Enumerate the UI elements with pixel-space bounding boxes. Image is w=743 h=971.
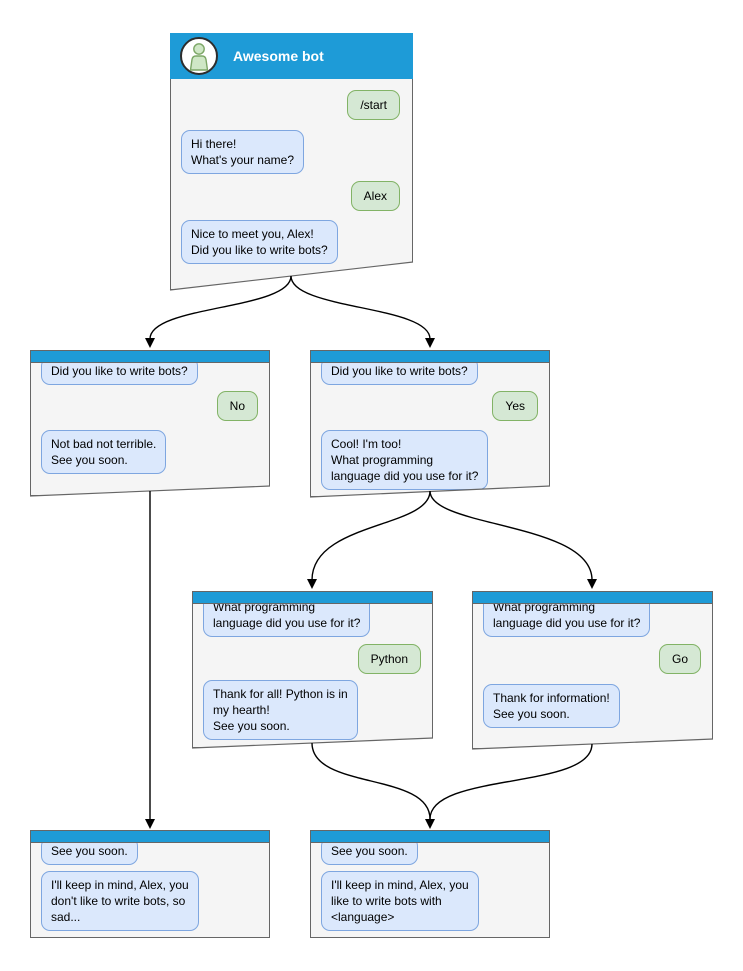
chat-window-python-branch: What programming language did you use fo… [192, 591, 433, 748]
message-line: language did you use for it? [331, 469, 479, 483]
message-line: What programming [331, 453, 434, 467]
message-line: Not bad not terrible. [51, 437, 157, 451]
message-line: What's your name? [191, 153, 295, 167]
message-line: Python [370, 652, 408, 666]
message-line: my hearth! [213, 703, 270, 717]
arrow-root-to-yes [290, 275, 431, 340]
message-line: See you soon. [51, 453, 128, 467]
message-line: don't like to write bots, so [51, 894, 186, 908]
bot-message-bubble: Thank for information! See you soon. [483, 684, 620, 728]
message-line: No [229, 399, 245, 413]
message-line: I'll keep in mind, Alex, you [51, 878, 189, 892]
message-line: Thank for all! Python is in [213, 687, 348, 701]
arrow-yes-to-go [429, 490, 593, 581]
message-line: See you soon. [331, 844, 408, 858]
arrowhead [307, 579, 317, 589]
message-line: /start [360, 98, 387, 112]
chat-window-no-branch: Did you like to write bots? No Not bad n… [30, 350, 270, 496]
message-line: Did you like to write bots? [191, 243, 328, 257]
bot-message-bubble: Cool! I'm too! What programming language… [321, 430, 489, 490]
message-line: Yes [505, 399, 525, 413]
bot-avatar [180, 37, 218, 75]
arrow-python-to-end [311, 742, 431, 820]
arrowhead [425, 819, 435, 829]
chat-header: Awesome bot [170, 33, 413, 79]
chat-window-end-no: See you soon. I'll keep in mind, Alex, y… [30, 830, 270, 938]
window-title-bar [30, 350, 270, 363]
chat-title: Awesome bot [233, 48, 324, 64]
message-line: Nice to meet you, Alex! [191, 227, 314, 241]
message-line: language did you use for it? [213, 616, 361, 630]
bot-message-bubble: I'll keep in mind, Alex, you like to wri… [321, 871, 479, 931]
bot-message-bubble: Thank for all! Python is in my hearth! S… [203, 680, 358, 740]
bot-message-bubble: I'll keep in mind, Alex, you don't like … [41, 871, 199, 931]
user-message-bubble: /start [347, 90, 400, 120]
message-line: Did you like to write bots? [331, 364, 468, 378]
user-message-bubble: No [216, 391, 258, 421]
message-line: I'll keep in mind, Alex, you [331, 878, 469, 892]
message-line: Thank for information! [493, 691, 610, 705]
message-line: Alex [363, 189, 387, 203]
chat-window-go-branch: What programming language did you use fo… [472, 591, 713, 749]
window-title-bar [192, 591, 433, 604]
chat-window-end-yes: See you soon. I'll keep in mind, Alex, y… [310, 830, 550, 938]
message-line: <language> [331, 910, 395, 924]
chat-window-yes-branch: Did you like to write bots? Yes Cool! I'… [310, 350, 550, 497]
message-line: See you soon. [51, 844, 128, 858]
message-line: Hi there! [191, 137, 237, 151]
arrowhead [587, 579, 597, 589]
window-title-bar [30, 830, 270, 843]
window-title-bar [472, 591, 713, 604]
message-line: like to write bots with [331, 894, 442, 908]
arrowhead [145, 338, 155, 348]
arrow-yes-to-python [311, 490, 431, 581]
user-message-bubble: Go [658, 644, 701, 674]
bot-message-bubble: Hi there! What's your name? [181, 130, 305, 174]
message-line: Go [671, 652, 688, 666]
user-message-bubble: Yes [492, 391, 538, 421]
user-message-bubble: Alex [350, 181, 400, 211]
user-message-bubble: Python [357, 644, 421, 674]
message-line: Did you like to write bots? [51, 364, 188, 378]
message-line: language did you use for it? [493, 616, 641, 630]
window-title-bar [310, 350, 550, 363]
arrowhead [425, 338, 435, 348]
arrowhead [145, 819, 155, 829]
bot-message-bubble: Nice to meet you, Alex! Did you like to … [181, 220, 338, 264]
message-line: Cool! I'm too! [331, 437, 402, 451]
chat-window-root: Awesome bot /start Hi there! What's your… [170, 33, 413, 290]
bot-message-bubble: Not bad not terrible. See you soon. [41, 430, 167, 474]
message-line: sad... [51, 910, 81, 924]
message-line: See you soon. [213, 719, 290, 733]
message-line: See you soon. [493, 707, 570, 721]
window-title-bar [310, 830, 550, 843]
arrow-go-to-end [429, 743, 593, 820]
person-icon [189, 42, 209, 71]
